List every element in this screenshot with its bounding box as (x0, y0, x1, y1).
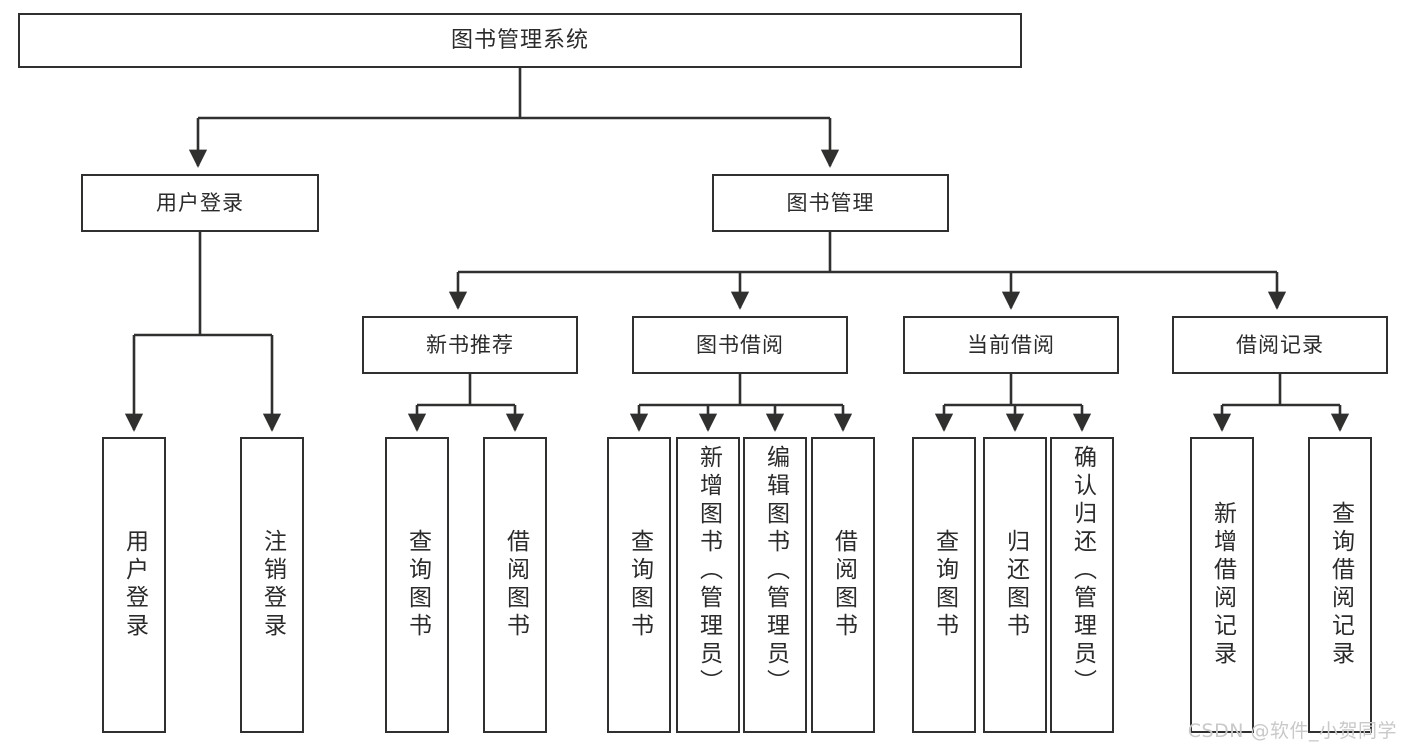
node-leaf-query-book-3[interactable]: 查询图书 (912, 437, 976, 733)
node-book-borrow[interactable]: 图书借阅 (632, 316, 848, 374)
node-leaf-user-login-label: 用户登录 (121, 529, 148, 641)
node-root[interactable]: 图书管理系统 (18, 13, 1022, 68)
node-leaf-query-book-3-label: 查询图书 (931, 529, 958, 641)
node-leaf-borrow-book-2-label: 借阅图书 (830, 529, 857, 641)
node-book-borrow-label: 图书借阅 (696, 332, 784, 357)
node-leaf-add-record-label: 新增借阅记录 (1209, 501, 1236, 669)
node-user-login-label: 用户登录 (156, 190, 244, 215)
node-leaf-confirm-return[interactable]: 确认归还（管理员） (1050, 437, 1114, 733)
node-borrow-record[interactable]: 借阅记录 (1172, 316, 1388, 374)
node-leaf-query-book-2[interactable]: 查询图书 (607, 437, 671, 733)
node-root-label: 图书管理系统 (450, 27, 589, 53)
node-leaf-query-record[interactable]: 查询借阅记录 (1308, 437, 1372, 733)
node-leaf-edit-book[interactable]: 编辑图书（管理员） (743, 437, 807, 733)
node-leaf-query-book-1[interactable]: 查询图书 (385, 437, 449, 733)
node-leaf-logout[interactable]: 注销登录 (240, 437, 304, 733)
node-leaf-confirm-return-label: 确认归还（管理员） (1069, 445, 1096, 697)
node-leaf-edit-book-label: 编辑图书（管理员） (762, 445, 789, 697)
node-leaf-borrow-book-1[interactable]: 借阅图书 (483, 437, 547, 733)
node-book-manage-label: 图书管理 (786, 190, 875, 215)
node-leaf-query-book-2-label: 查询图书 (626, 529, 653, 641)
node-current-borrow-label: 当前借阅 (967, 332, 1055, 357)
node-borrow-record-label: 借阅记录 (1236, 332, 1324, 357)
node-leaf-logout-label: 注销登录 (259, 529, 286, 641)
node-leaf-add-record[interactable]: 新增借阅记录 (1190, 437, 1254, 733)
node-leaf-return-book[interactable]: 归还图书 (983, 437, 1047, 733)
node-new-book-rec-label: 新书推荐 (426, 332, 514, 357)
node-leaf-add-book[interactable]: 新增图书（管理员） (676, 437, 740, 733)
node-leaf-query-book-1-label: 查询图书 (404, 529, 431, 641)
node-leaf-user-login[interactable]: 用户登录 (102, 437, 166, 733)
node-leaf-query-record-label: 查询借阅记录 (1327, 501, 1354, 669)
node-leaf-borrow-book-1-label: 借阅图书 (502, 529, 529, 641)
node-leaf-add-book-label: 新增图书（管理员） (695, 445, 722, 697)
node-leaf-return-book-label: 归还图书 (1002, 529, 1029, 641)
node-leaf-borrow-book-2[interactable]: 借阅图书 (811, 437, 875, 733)
node-user-login[interactable]: 用户登录 (81, 174, 319, 232)
node-current-borrow[interactable]: 当前借阅 (903, 316, 1119, 374)
node-book-manage[interactable]: 图书管理 (712, 174, 949, 232)
node-new-book-rec[interactable]: 新书推荐 (362, 316, 578, 374)
